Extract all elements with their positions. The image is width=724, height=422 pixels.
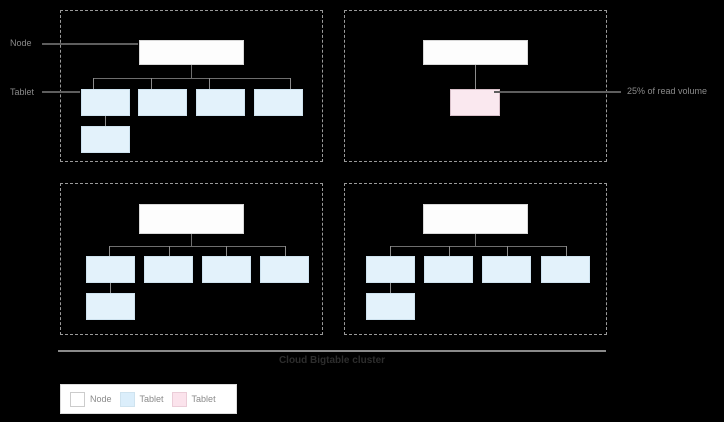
tablet-label: Tablet	[10, 87, 35, 97]
node-box[interactable]	[139, 40, 244, 65]
node-label: Node	[10, 38, 32, 48]
tablet-box[interactable]	[424, 256, 473, 283]
cluster-caption: Cloud Bigtable cluster	[278, 355, 386, 366]
tablet-box[interactable]	[81, 126, 130, 153]
connector-drop-1	[390, 246, 391, 256]
hot-tablet-callout-label: 25% of read volume	[627, 86, 708, 96]
connector-drop-4	[285, 246, 286, 256]
connector-subtablet	[390, 283, 391, 293]
connector-drop-4	[566, 246, 567, 256]
hot-tablet-box[interactable]	[450, 89, 500, 116]
connector-node-stem	[475, 65, 476, 89]
connector-subtablet	[105, 116, 106, 126]
connector-node-stem	[191, 234, 192, 246]
legend-label: Tablet	[191, 394, 216, 404]
legend-item-hot-tablet[interactable]: Tablet	[171, 391, 216, 407]
connector-drop-3	[209, 78, 210, 89]
connector-bus	[109, 246, 285, 247]
hot-tablet-swatch-icon	[171, 391, 187, 407]
tablet-box[interactable]	[196, 89, 245, 116]
tablet-box[interactable]	[144, 256, 193, 283]
tablet-box[interactable]	[86, 293, 135, 320]
connector-node-stem	[191, 65, 192, 78]
connector-drop-2	[151, 78, 152, 89]
tablet-box[interactable]	[202, 256, 251, 283]
connector-drop-2	[169, 246, 170, 256]
tablet-box[interactable]	[541, 256, 590, 283]
node-box[interactable]	[423, 204, 528, 234]
connector-bus	[93, 78, 290, 79]
node-box[interactable]	[139, 204, 244, 234]
tablet-box[interactable]	[86, 256, 135, 283]
connector-subtablet	[110, 283, 111, 293]
connector-node-stem	[475, 234, 476, 246]
legend-label: Tablet	[139, 394, 164, 404]
tablet-box[interactable]	[366, 256, 415, 283]
tablet-leader-line	[42, 91, 80, 93]
connector-drop-1	[93, 78, 94, 89]
tablet-box[interactable]	[366, 293, 415, 320]
tablet-swatch-icon	[119, 391, 135, 407]
node-leader-line	[42, 43, 138, 45]
cluster-panel-top-right	[344, 10, 607, 162]
connector-drop-3	[226, 246, 227, 256]
cluster-panel-bottom-right	[344, 183, 607, 335]
legend-label: Node	[90, 394, 112, 404]
node-swatch-icon	[70, 391, 85, 407]
legend-item-node[interactable]: Node	[70, 391, 112, 407]
connector-bus	[390, 246, 566, 247]
legend: Node Tablet Tablet	[60, 384, 237, 414]
connector-drop-2	[449, 246, 450, 256]
connector-drop-1	[109, 246, 110, 256]
connector-drop-3	[507, 246, 508, 256]
tablet-box[interactable]	[254, 89, 303, 116]
tablet-box[interactable]	[138, 89, 187, 116]
cluster-panel-top-left	[60, 10, 323, 162]
tablet-box[interactable]	[81, 89, 130, 116]
tablet-box[interactable]	[482, 256, 531, 283]
hot-tablet-leader-line	[494, 91, 621, 93]
tablet-box[interactable]	[260, 256, 309, 283]
legend-item-tablet[interactable]: Tablet	[119, 391, 164, 407]
cluster-bracket-rule	[58, 350, 606, 352]
cluster-panel-bottom-left	[60, 183, 323, 335]
connector-drop-4	[290, 78, 291, 89]
node-box[interactable]	[423, 40, 528, 65]
